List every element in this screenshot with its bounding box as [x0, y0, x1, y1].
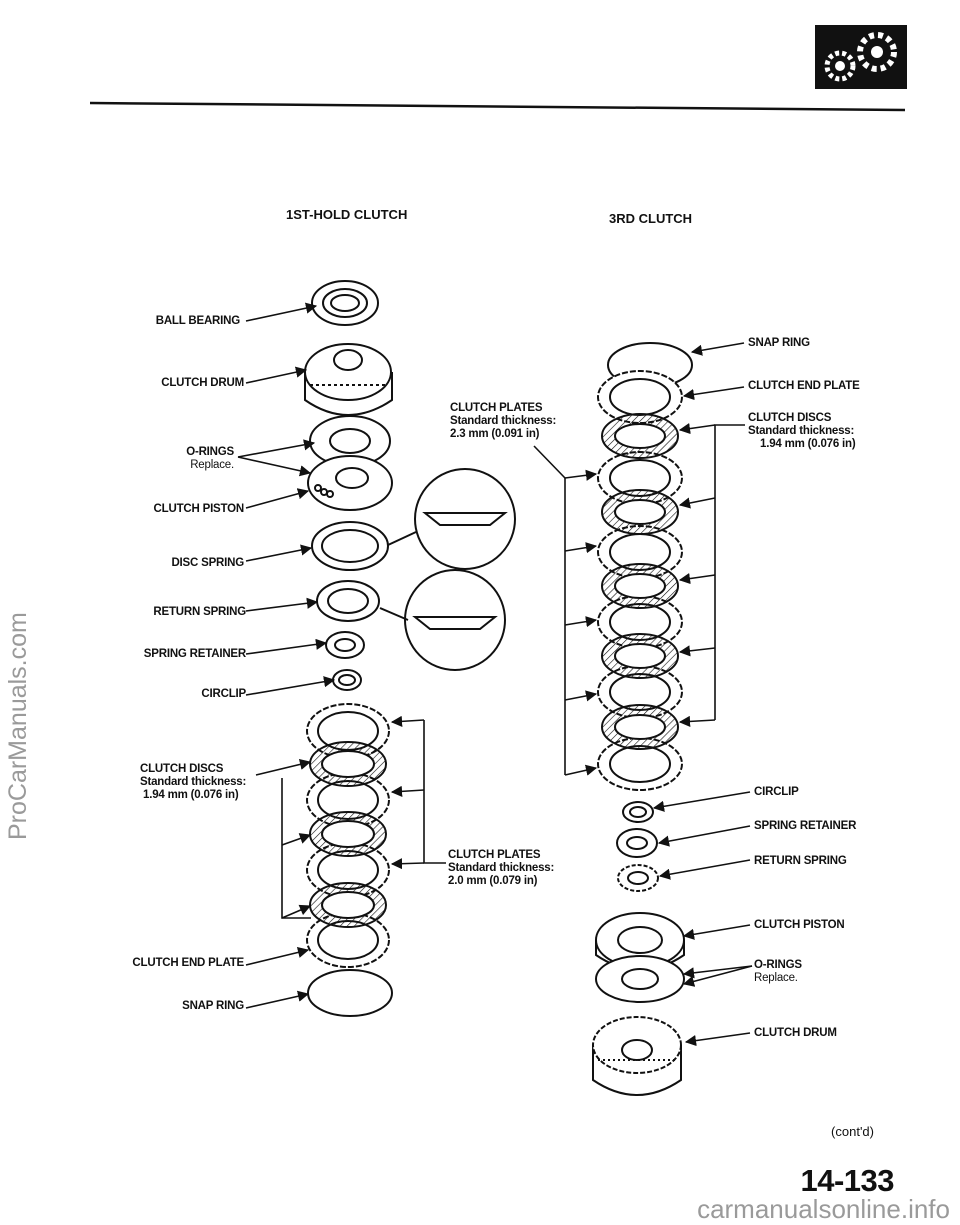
- label-o-rings-right-title: O-RINGS: [754, 959, 802, 971]
- header-rule: [89, 101, 906, 112]
- label-clutch-end-plate-right: CLUTCH END PLATE: [748, 380, 860, 392]
- label-o-rings-left-note: Replace.: [190, 459, 234, 471]
- label-clutch-discs-right-value: 1.94 mm (0.076 in): [760, 438, 856, 450]
- label-clutch-plates-3rd-value: 2.3 mm (0.091 in): [450, 428, 540, 440]
- label-clutch-plates-1st-hold-std: Standard thickness:: [448, 862, 555, 874]
- title-1st-hold-clutch: 1ST-HOLD CLUTCH: [286, 207, 408, 222]
- label-o-rings-right-note: Replace.: [754, 972, 798, 984]
- label-clutch-discs-left-value: 1.94 mm (0.076 in): [143, 789, 239, 801]
- label-clutch-piston-left: CLUTCH PISTON: [153, 503, 245, 515]
- right-stack: [592, 342, 693, 1096]
- label-circlip-right: CIRCLIP: [754, 786, 799, 798]
- label-clutch-discs-right-title: CLUTCH DISCS: [748, 412, 832, 424]
- label-return-spring-left: RETURN SPRING: [153, 606, 246, 618]
- title-3rd-clutch: 3RD CLUTCH: [609, 211, 693, 226]
- label-ball-bearing: BALL BEARING: [155, 315, 240, 327]
- sidebar-watermark: ProCarManuals.com: [4, 612, 32, 840]
- label-clutch-discs-left-std: Standard thickness:: [140, 776, 247, 788]
- cross-section-callouts: [379, 468, 516, 671]
- footer-watermark: carmanualsonline.info: [697, 1194, 950, 1224]
- label-clutch-discs-left-title: CLUTCH DISCS: [140, 763, 224, 775]
- label-clutch-plates-1st-hold: CLUTCH PLATES Standard thickness: 2.0 mm…: [448, 849, 554, 888]
- label-o-rings-left-title: O-RINGS: [186, 446, 234, 458]
- label-disc-spring: DISC SPRING: [171, 557, 244, 569]
- label-clutch-discs-right: CLUTCH DISCS Standard thickness: 1.94 mm…: [748, 412, 856, 451]
- label-clutch-discs-left: CLUTCH DISCS Standard thickness: 1.94 mm…: [140, 763, 246, 802]
- page-number: 14-133: [800, 1163, 894, 1198]
- label-o-rings-right: O-RINGS Replace.: [754, 959, 802, 985]
- gears-icon: [815, 25, 907, 89]
- label-clutch-plates-3rd: CLUTCH PLATES Standard thickness: 2.3 mm…: [450, 402, 556, 441]
- label-o-rings-left: O-RINGS Replace.: [186, 446, 234, 472]
- left-stack: [304, 280, 393, 691]
- label-circlip-left: CIRCLIP: [201, 688, 246, 700]
- label-clutch-drum-right: CLUTCH DRUM: [754, 1027, 837, 1039]
- label-clutch-plates-3rd-std: Standard thickness:: [450, 415, 557, 427]
- label-spring-retainer-right: SPRING RETAINER: [754, 820, 857, 832]
- label-return-spring-right: RETURN SPRING: [754, 855, 847, 867]
- left-disc-plate-pack: [306, 703, 393, 1017]
- label-clutch-discs-right-std: Standard thickness:: [748, 425, 855, 437]
- label-clutch-plates-1st-hold-value: 2.0 mm (0.079 in): [448, 875, 538, 887]
- contd-note: (cont'd): [831, 1124, 874, 1139]
- label-clutch-plates-1st-hold-title: CLUTCH PLATES: [448, 849, 541, 861]
- label-clutch-piston-right: CLUTCH PISTON: [754, 919, 845, 931]
- label-snap-ring-left: SNAP RING: [182, 1000, 244, 1012]
- label-clutch-plates-3rd-title: CLUTCH PLATES: [450, 402, 543, 414]
- label-clutch-end-plate-left: CLUTCH END PLATE: [132, 957, 244, 969]
- label-clutch-drum-left: CLUTCH DRUM: [161, 377, 244, 389]
- label-snap-ring-right: SNAP RING: [748, 337, 810, 349]
- label-spring-retainer-left: SPRING RETAINER: [143, 648, 246, 660]
